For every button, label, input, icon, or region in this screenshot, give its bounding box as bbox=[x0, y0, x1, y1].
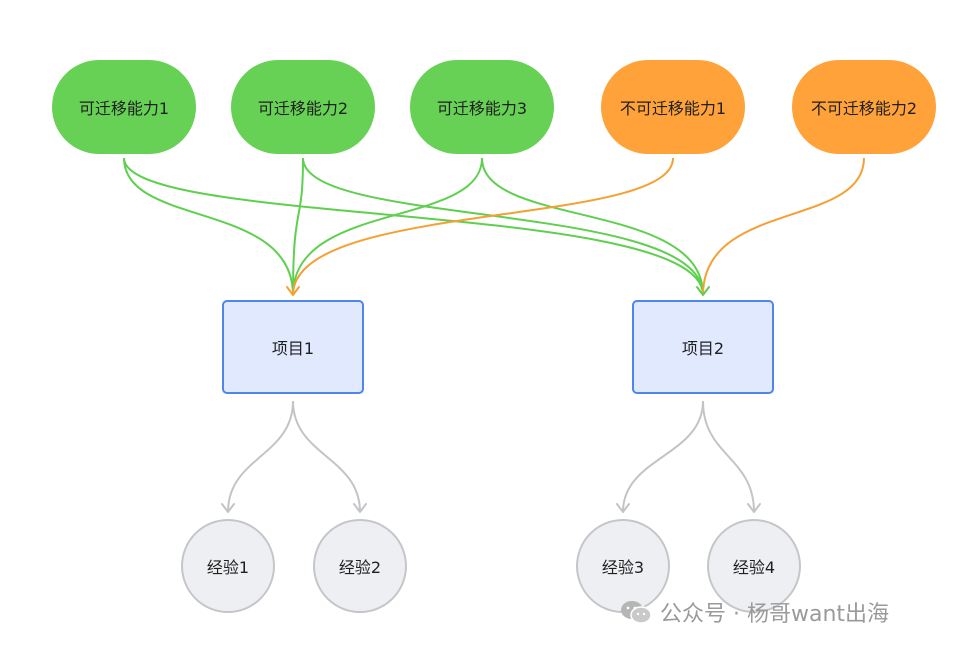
edge-p2-e3 bbox=[622, 400, 704, 513]
arrow-into-e2 bbox=[353, 503, 367, 513]
skill-shape-5 bbox=[792, 60, 936, 154]
project-label-1: 项目1 bbox=[271, 339, 315, 358]
experience-label-3: 经验3 bbox=[601, 558, 645, 577]
experience-shape-2 bbox=[313, 519, 407, 613]
experience-node-3[interactable]: 经验3 bbox=[577, 520, 669, 612]
skill-label-3: 可迁移能力3 bbox=[436, 99, 528, 118]
watermark-text: 公众号 · 杨哥want出海 bbox=[660, 602, 890, 627]
skill-project-edges bbox=[123, 157, 865, 296]
skill-node-1[interactable]: 可迁移能力1 bbox=[52, 60, 196, 154]
edge-s2-p2 bbox=[302, 157, 704, 296]
skill-shape-1 bbox=[52, 60, 196, 154]
edge-p1-e2 bbox=[292, 400, 361, 513]
arrow-into-project-1 bbox=[286, 286, 300, 296]
watermark: 公众号 · 杨哥want出海 bbox=[620, 596, 889, 628]
project-node-2[interactable]: 项目2 bbox=[633, 301, 773, 393]
experience-shape-1 bbox=[181, 519, 275, 613]
skill-shape-3 bbox=[410, 60, 554, 154]
wechat-icon bbox=[621, 601, 652, 624]
experience-node-1[interactable]: 经验1 bbox=[182, 520, 274, 612]
skill-shape-4 bbox=[601, 60, 745, 154]
skill-label-4: 不可迁移能力1 bbox=[619, 99, 727, 118]
edge-s3-p1 bbox=[292, 157, 483, 296]
skill-node-4[interactable]: 不可迁移能力1 bbox=[601, 60, 745, 154]
skill-node-2[interactable]: 可迁移能力2 bbox=[231, 60, 375, 154]
project-shape-2 bbox=[632, 300, 774, 394]
skill-node-3[interactable]: 可迁移能力3 bbox=[410, 60, 554, 154]
edge-s5-p2 bbox=[702, 157, 865, 296]
skill-node-5[interactable]: 不可迁移能力2 bbox=[792, 60, 936, 154]
experience-node-2[interactable]: 经验2 bbox=[314, 520, 406, 612]
skill-label-5: 不可迁移能力2 bbox=[810, 99, 918, 118]
project-node-1[interactable]: 项目1 bbox=[223, 301, 363, 393]
experience-node-4[interactable]: 经验4 bbox=[708, 520, 800, 612]
experience-label-4: 经验4 bbox=[732, 558, 776, 577]
experience-shape-4 bbox=[707, 519, 801, 613]
project-shape-1 bbox=[222, 300, 364, 394]
edge-p1-e1 bbox=[227, 400, 294, 513]
edge-s2-p1 bbox=[292, 157, 304, 296]
skill-shape-2 bbox=[231, 60, 375, 154]
edge-s3-p2 bbox=[481, 157, 704, 296]
edge-s1-p1 bbox=[123, 157, 294, 296]
experience-label-1: 经验1 bbox=[206, 558, 250, 577]
skill-label-2: 可迁移能力2 bbox=[257, 99, 349, 118]
skill-label-1: 可迁移能力1 bbox=[78, 99, 170, 118]
arrow-into-e1 bbox=[221, 503, 235, 513]
edge-s1-p2 bbox=[123, 157, 704, 296]
project-label-2: 项目2 bbox=[681, 339, 725, 358]
arrow-into-e3 bbox=[616, 503, 630, 513]
edge-p2-e4 bbox=[702, 400, 755, 513]
experience-label-2: 经验2 bbox=[338, 558, 382, 577]
edge-s4-p1 bbox=[292, 157, 674, 296]
arrow-into-project-2 bbox=[696, 286, 710, 296]
arrow-into-e4 bbox=[747, 503, 761, 513]
